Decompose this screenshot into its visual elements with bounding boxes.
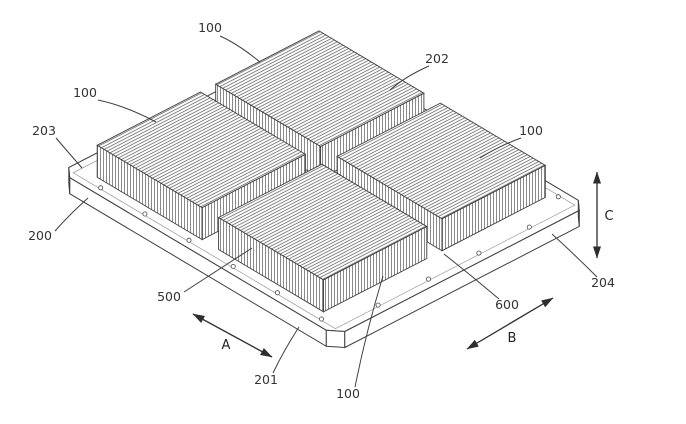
label-axis-b: B	[508, 331, 517, 346]
leader-200	[54, 197, 89, 232]
leader-204	[551, 233, 598, 278]
fin-block-right-top-face	[336, 102, 547, 220]
leader-202	[389, 65, 430, 91]
fin-block-left-top-face	[96, 91, 307, 209]
label-202: 202	[425, 51, 449, 66]
label-100-front: 100	[336, 386, 360, 401]
axis-b-arrow	[466, 297, 554, 350]
label-203: 203	[32, 123, 56, 138]
leader-203	[55, 137, 83, 169]
fin-block-left	[96, 91, 307, 241]
leader-100-right	[479, 137, 522, 159]
leader-600	[443, 253, 500, 300]
label-axis-a: A	[222, 338, 231, 353]
plate-side-right-chamfer	[577, 200, 580, 227]
reference-labels: 100 202 100 203 100 200 204 500 600 201 …	[28, 20, 615, 401]
direction-arrows	[192, 171, 601, 358]
fin-block-front	[217, 163, 428, 313]
label-201: 201	[254, 372, 278, 387]
leader-100-left	[97, 99, 157, 123]
plate-side-left-chamfer	[68, 167, 71, 194]
leader-201	[272, 326, 300, 374]
label-600: 600	[495, 297, 519, 312]
label-100-right: 100	[519, 123, 543, 138]
label-100-top: 100	[198, 20, 222, 35]
leader-lines	[54, 35, 598, 388]
axis-a-arrow	[192, 313, 273, 358]
label-200: 200	[28, 228, 52, 243]
fin-block-back-top-face	[214, 30, 425, 148]
label-500: 500	[157, 289, 181, 304]
label-100-left: 100	[73, 85, 97, 100]
plate-side-front-chamfer	[325, 329, 346, 349]
leader-100-top	[219, 35, 261, 63]
label-204: 204	[591, 275, 615, 290]
leader-500	[183, 247, 253, 293]
fin-block-front-top-face	[217, 163, 428, 281]
label-axis-c: C	[604, 209, 613, 224]
leader-100-front	[354, 275, 384, 388]
